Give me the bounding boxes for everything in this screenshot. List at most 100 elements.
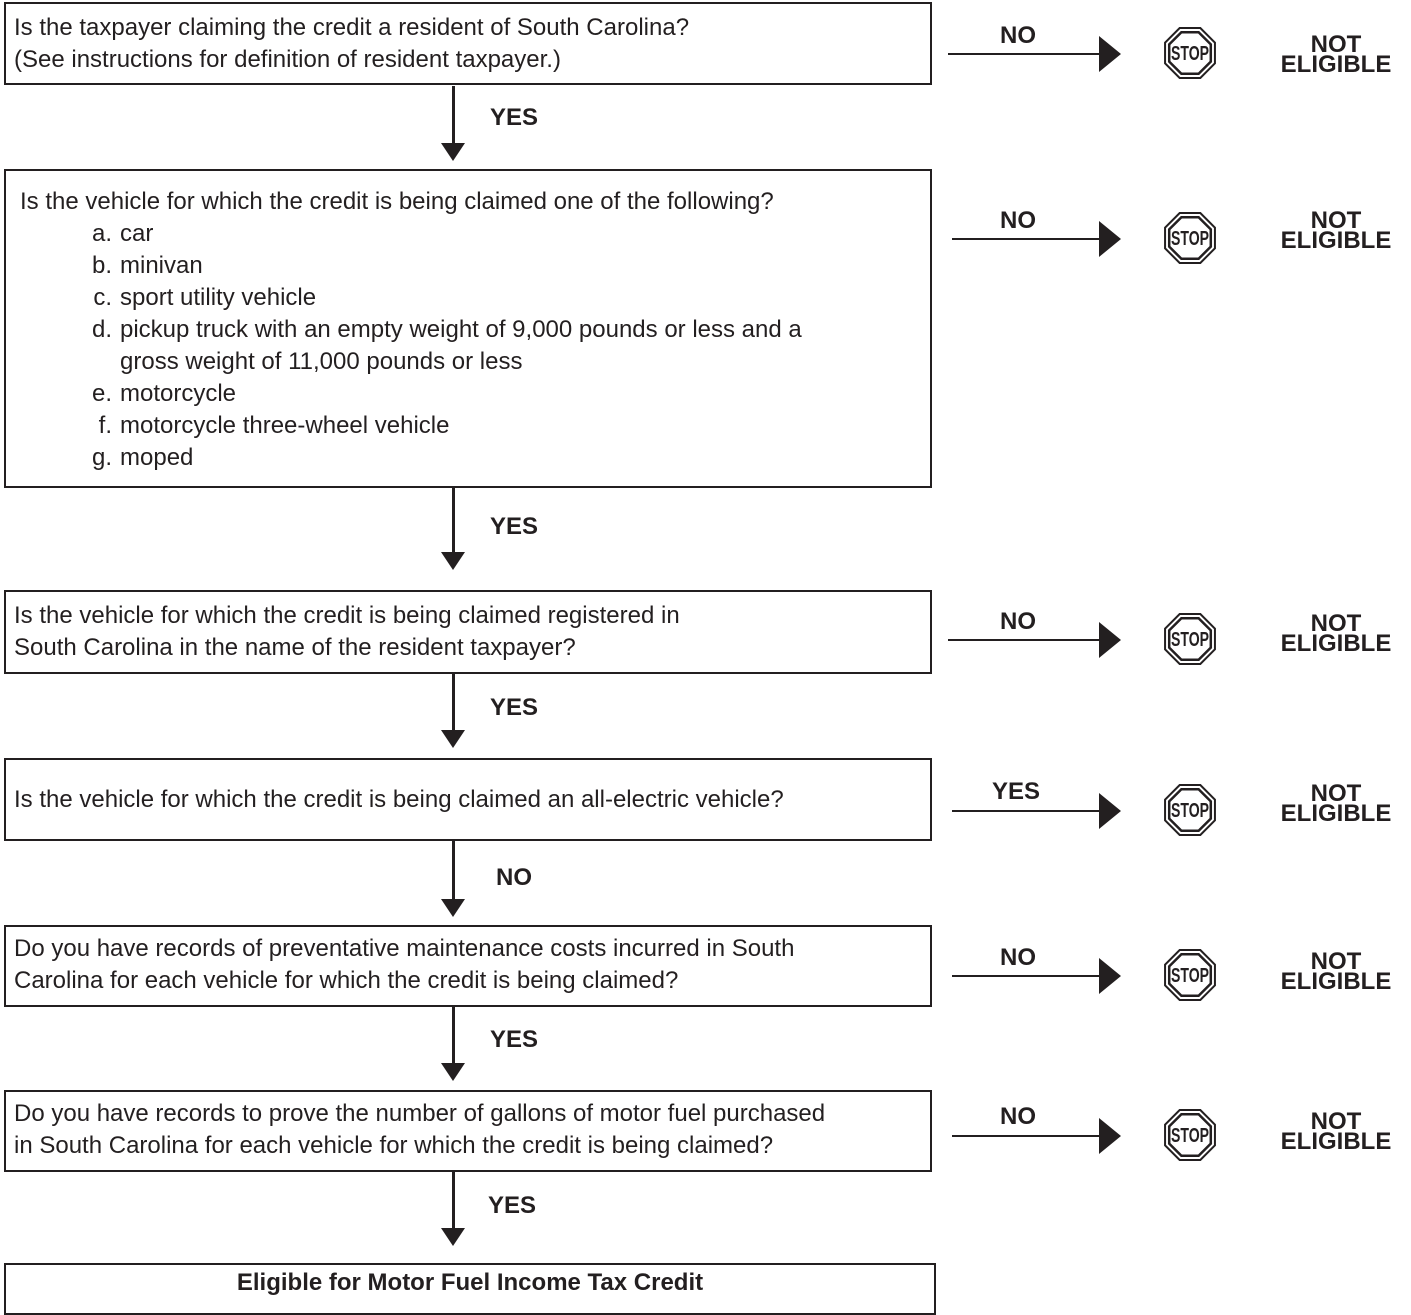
svg-text:STOP: STOP [1171,965,1209,987]
question-6-line-2: in South Carolina for each vehicle for w… [14,1132,774,1159]
branch-arrow-1 [1099,36,1121,72]
question-1-line-1: Is the taxpayer claiming the credit a re… [14,14,690,41]
stop-sign-icon: STOP [1161,209,1219,267]
list-item-letter: a. [91,220,112,247]
question-5-line-2: Carolina for each vehicle for which the … [14,967,679,994]
svg-text:STOP: STOP [1171,1125,1209,1147]
list-item-text: sport utility vehicle [120,284,317,311]
question-box-1: Is the taxpayer claiming the credit a re… [4,2,932,85]
down-arrow-3 [441,730,465,748]
list-item-text: gross weight of 11,000 pounds or less [120,348,523,375]
branch-line-2 [952,238,1102,240]
result-line-1: NOT [1310,780,1362,807]
stop-sign-icon: STOP [1161,946,1219,1004]
list-item: g. moped [20,442,922,474]
question-3-line-2: South Carolina in the name of the reside… [14,634,576,661]
branch-label-6: NO [1000,1103,1036,1130]
list-item-text: pickup truck with an empty weight of 9,0… [120,316,802,343]
list-item-continuation: gross weight of 11,000 pounds or less [20,346,922,378]
branch-label-5: NO [1000,944,1036,971]
branch-arrow-2 [1099,221,1121,257]
result-line-2: ELIGIBLE [1280,51,1392,78]
question-5-line-1: Do you have records of preventative main… [14,935,795,962]
question-box-3: Is the vehicle for which the credit is b… [4,590,932,674]
flow-connector-3 [452,674,455,732]
eligible-result-text: Eligible for Motor Fuel Income Tax Credi… [236,1269,704,1296]
result-line-2: ELIGIBLE [1280,630,1392,657]
down-arrow-6 [441,1228,465,1246]
list-item-letter: g. [91,444,112,471]
branch-label-2: NO [1000,207,1036,234]
branch-label-1: NO [1000,22,1036,49]
branch-label-3: NO [1000,608,1036,635]
svg-text:STOP: STOP [1171,800,1209,822]
list-item-text: car [120,220,154,247]
not-eligible-result-3: NOT ELIGIBLE [1270,610,1402,657]
list-item-letter: c. [93,284,112,311]
result-line-2: ELIGIBLE [1280,968,1392,995]
question-box-4: Is the vehicle for which the credit is b… [4,758,932,841]
stop-sign-icon: STOP [1161,24,1219,82]
not-eligible-result-4: NOT ELIGIBLE [1270,780,1402,827]
list-item: c. sport utility vehicle [20,282,922,314]
branch-line-1 [948,53,1102,55]
flow-connector-6 [452,1172,455,1230]
result-line-2: ELIGIBLE [1280,800,1392,827]
list-item: f. motorcycle three-wheel vehicle [20,410,922,442]
list-item: a. car [20,218,922,250]
continue-label-5: YES [490,1026,539,1053]
list-item-letter: f. [98,412,112,439]
question-6-line-1: Do you have records to prove the number … [14,1100,826,1127]
vehicle-type-list: a.car b.minivan c.sport utility vehicle … [20,218,922,474]
eligible-result-box: Eligible for Motor Fuel Income Tax Credi… [4,1263,936,1315]
stop-sign-icon: STOP [1161,1106,1219,1164]
question-box-2: Is the vehicle for which the credit is b… [4,169,932,488]
branch-arrow-5 [1099,958,1121,994]
result-line-1: NOT [1310,207,1362,234]
result-line-1: NOT [1310,31,1362,58]
continue-label-6: YES [488,1192,537,1219]
question-2-line-1: Is the vehicle for which the credit is b… [20,188,774,215]
list-item-text: motorcycle [120,380,237,407]
list-item: b. minivan [20,250,922,282]
continue-label-1: YES [490,104,539,131]
stop-sign-icon: STOP [1161,610,1219,668]
down-arrow-5 [441,1063,465,1081]
question-3-line-1: Is the vehicle for which the credit is b… [14,602,680,629]
flow-connector-1 [452,86,455,146]
flow-connector-5 [452,1007,455,1065]
question-box-6: Do you have records to prove the number … [4,1090,932,1172]
result-line-1: NOT [1310,1108,1362,1135]
svg-text:STOP: STOP [1171,228,1209,250]
list-item-text: moped [120,444,194,471]
branch-line-6 [952,1135,1102,1137]
branch-label-4: YES [992,778,1041,805]
branch-arrow-6 [1099,1118,1121,1154]
branch-arrow-3 [1099,622,1121,658]
svg-text:STOP: STOP [1171,629,1209,651]
branch-arrow-4 [1099,793,1121,829]
svg-text:STOP: STOP [1171,43,1209,65]
branch-line-4 [952,810,1102,812]
result-line-1: NOT [1310,610,1362,637]
branch-line-3 [948,639,1102,641]
not-eligible-result-1: NOT ELIGIBLE [1270,31,1402,78]
not-eligible-result-5: NOT ELIGIBLE [1270,950,1402,995]
not-eligible-result-2: NOT ELIGIBLE [1270,207,1402,254]
question-4-line-1: Is the vehicle for which the credit is b… [14,786,784,813]
question-1-line-2: (See instructions for definition of resi… [14,46,561,73]
down-arrow-1 [441,143,465,161]
list-item-letter: e. [91,380,112,407]
list-item-letter: b. [91,252,112,279]
result-line-2: ELIGIBLE [1280,1128,1392,1155]
list-item-text: motorcycle three-wheel vehicle [120,412,450,439]
list-item-text: minivan [120,252,203,279]
list-item: d.pickup truck with an empty weight of 9… [20,314,922,346]
down-arrow-2 [441,552,465,570]
question-box-5: Do you have records of preventative main… [4,925,932,1007]
result-line-2: ELIGIBLE [1280,227,1392,254]
flow-connector-2 [452,488,455,554]
branch-line-5 [952,975,1102,977]
not-eligible-result-6: NOT ELIGIBLE [1270,1108,1402,1155]
continue-label-2: YES [490,513,539,540]
